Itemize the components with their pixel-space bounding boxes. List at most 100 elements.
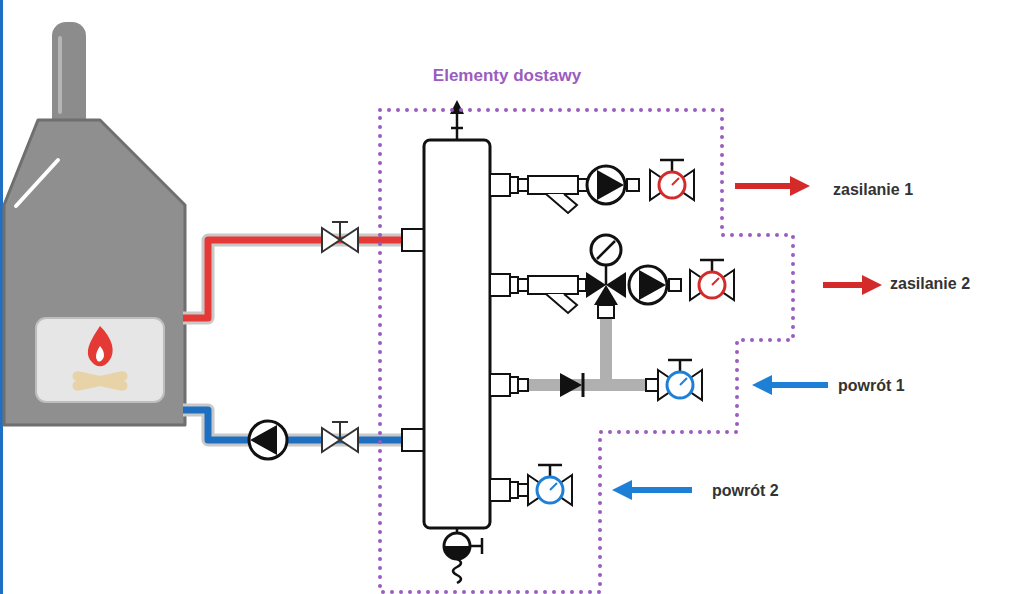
- pump-symbol: [597, 170, 624, 200]
- pipe-fitting: [490, 479, 510, 501]
- drain-valve-symbol: [453, 559, 461, 583]
- pipe-fitting: [490, 174, 510, 196]
- ball-valve-gauge: [711, 260, 714, 272]
- ball-valve-gauge: [528, 465, 572, 505]
- pump-symbol: [669, 279, 681, 291]
- ball-valve-gauge: [646, 379, 658, 391]
- pipe-fitting: [518, 484, 528, 496]
- pipe-fitting: [490, 374, 528, 396]
- drain-valve-symbol: [444, 546, 470, 559]
- grey-return-pipe: [528, 318, 660, 385]
- strainer-symbol: [528, 176, 587, 213]
- pump-symbol: [627, 179, 639, 191]
- ball-valve-gauge: [690, 260, 734, 300]
- flow-arrow: [752, 375, 828, 395]
- fireplace-symbol: [96, 346, 104, 362]
- ball-valve-gauge: [672, 178, 679, 185]
- ball-valve-gauge: [538, 464, 562, 467]
- pump-symbol: [249, 421, 287, 459]
- grey-return-pipe: [528, 379, 660, 391]
- pipe-fitting: [510, 482, 518, 498]
- ball-valve-gauge: [679, 360, 682, 372]
- strainer-symbol: [546, 194, 577, 213]
- return-pipe: [183, 410, 402, 440]
- delivery-region: Elementy dostawy: [376, 60, 796, 594]
- ball-valve-gauge: [671, 160, 674, 172]
- return-pipe: [183, 410, 402, 440]
- gate-valve-symbol: [322, 422, 358, 452]
- pipe-fitting: [510, 277, 518, 293]
- fireplace-symbol: [4, 22, 185, 425]
- pipe-fitting: [518, 379, 528, 391]
- pipe-fitting: [518, 179, 528, 191]
- gate-valve-symbol: [332, 421, 348, 423]
- dotted-outline: [376, 60, 796, 594]
- strainer-symbol: [528, 276, 586, 313]
- air-vent-symbol: [450, 100, 464, 140]
- pump-symbol: [249, 421, 287, 459]
- flow-label: zasilanie 1: [833, 180, 913, 199]
- gate-valve-symbol: [332, 221, 348, 223]
- pipe-fitting: [490, 274, 528, 296]
- fireplace-symbol: [58, 38, 62, 112]
- strainer-symbol: [528, 176, 578, 194]
- mixing-valve-symbol: [586, 235, 626, 318]
- pump-symbol: [250, 425, 277, 455]
- fireplace-symbol: [88, 326, 113, 366]
- pump-symbol: [629, 266, 681, 304]
- flow-arrow: [823, 275, 882, 295]
- gate-valve-symbol: [322, 222, 358, 252]
- ball-valve-gauge: [659, 172, 685, 198]
- hydraulic-separator: [402, 429, 424, 451]
- ball-valve-gauge: [550, 483, 557, 490]
- gate-valve-symbol: [340, 228, 358, 252]
- ball-valve-gauge: [537, 477, 563, 503]
- fireplace-symbol: [36, 318, 164, 402]
- drain-valve-symbol: [470, 545, 482, 548]
- fireplace-symbol: [52, 22, 86, 132]
- ball-valve-gauge: [699, 272, 725, 298]
- check-valve-symbol: [560, 373, 583, 397]
- region-heading: Elementy dostawy: [433, 66, 581, 86]
- hydraulic-separator: [402, 140, 490, 528]
- check-valve-symbol: [582, 373, 585, 397]
- pipe-fitting: [490, 174, 528, 196]
- flow-label: powrót 1: [838, 376, 905, 395]
- ball-valve-gauge: [650, 160, 694, 200]
- gate-valve-symbol: [322, 428, 340, 452]
- ball-valve-gauge: [700, 259, 724, 262]
- ball-valve-gauge: [646, 360, 702, 400]
- return-pipe: [183, 410, 402, 440]
- flow-arrow: [612, 480, 692, 500]
- air-vent-symbol: [451, 127, 463, 130]
- strainer-symbol: [578, 279, 586, 291]
- air-vent-symbol: [456, 112, 459, 140]
- flow-label: zasilanie 2: [890, 274, 970, 293]
- gate-valve-symbol: [339, 422, 341, 440]
- mixing-valve-symbol: [598, 305, 614, 318]
- hydraulic-separator: [402, 229, 424, 251]
- fireplace-symbol: [16, 160, 58, 206]
- check-valve-symbol: [560, 373, 582, 397]
- pipe-fitting: [510, 177, 518, 193]
- gate-valve-symbol: [322, 228, 340, 252]
- mixing-valve-symbol: [597, 241, 615, 259]
- ball-valve-gauge: [667, 372, 693, 398]
- drain-valve-symbol: [481, 538, 484, 554]
- hydraulic-separator: [424, 140, 490, 528]
- mixing-valve-symbol: [605, 265, 608, 285]
- fireplace-symbol: [72, 370, 129, 391]
- drain-valve-symbol: [444, 528, 482, 583]
- ball-valve-gauge: [660, 159, 684, 162]
- gate-valve-symbol: [340, 428, 358, 452]
- ball-valve-gauge: [549, 465, 552, 477]
- pipe-fitting: [490, 374, 510, 396]
- fireplace-symbol: [4, 120, 185, 425]
- strainer-symbol: [528, 276, 578, 294]
- pump-symbol: [587, 166, 625, 204]
- pipe-fitting: [518, 279, 528, 291]
- pump-symbol: [639, 270, 666, 300]
